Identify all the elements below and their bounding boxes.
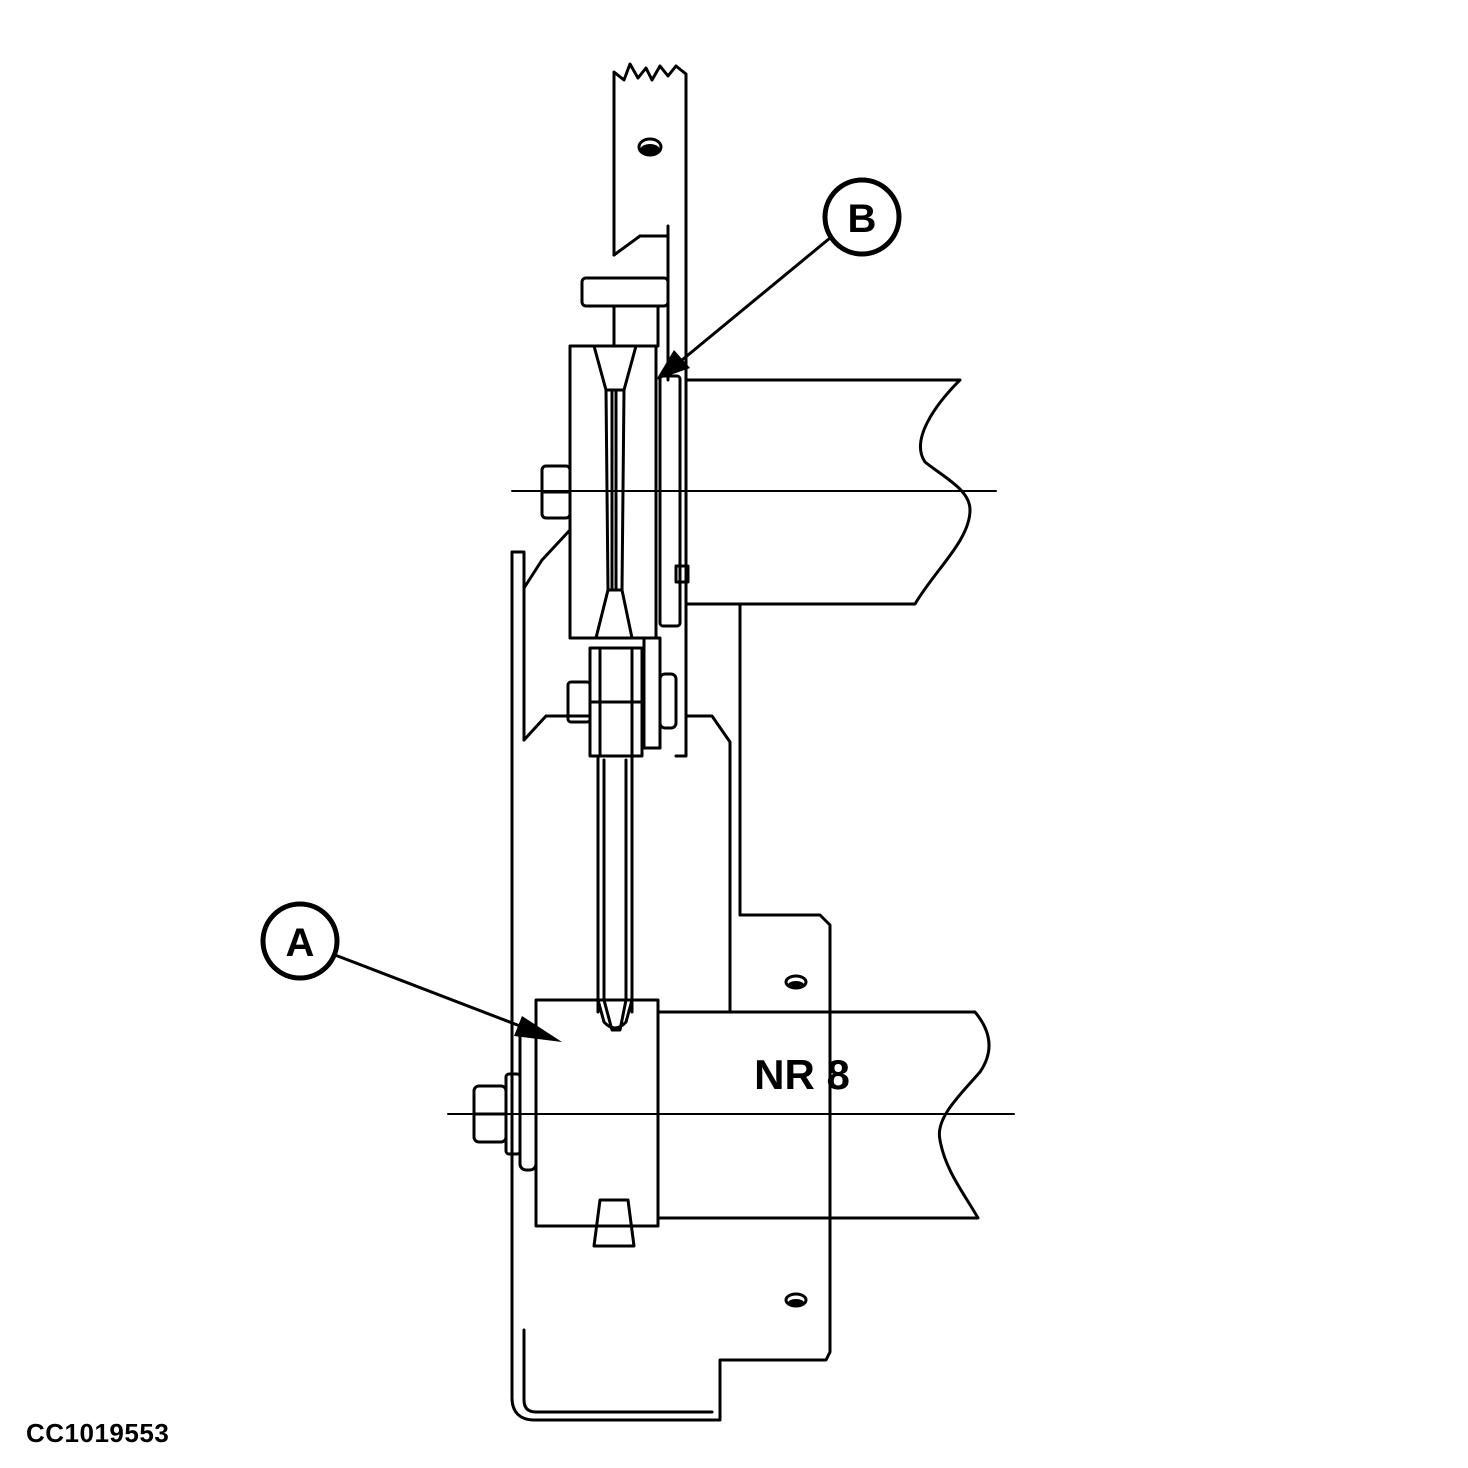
- callout-b: B: [656, 177, 902, 380]
- upper-spacer-tab: [580, 276, 670, 348]
- callout-a-letter: A: [286, 921, 315, 965]
- upper-shaft-housing: [684, 378, 972, 917]
- part-label: NR 8: [754, 1051, 850, 1098]
- upper-bracket-plate: [612, 62, 688, 758]
- lower-bolt: [472, 1028, 538, 1172]
- center-lines: [447, 490, 1015, 1115]
- lower-shaft-housing: [656, 974, 991, 1308]
- drive-belt: [596, 754, 634, 1032]
- callout-b-letter: B: [848, 197, 877, 241]
- figure-id: CC1019553: [26, 1418, 170, 1448]
- tensioner-assembly: [522, 636, 732, 1014]
- left-mounting-plate: [510, 528, 832, 1422]
- lower-pulley: [534, 998, 660, 1248]
- callout-a: A: [260, 901, 562, 1042]
